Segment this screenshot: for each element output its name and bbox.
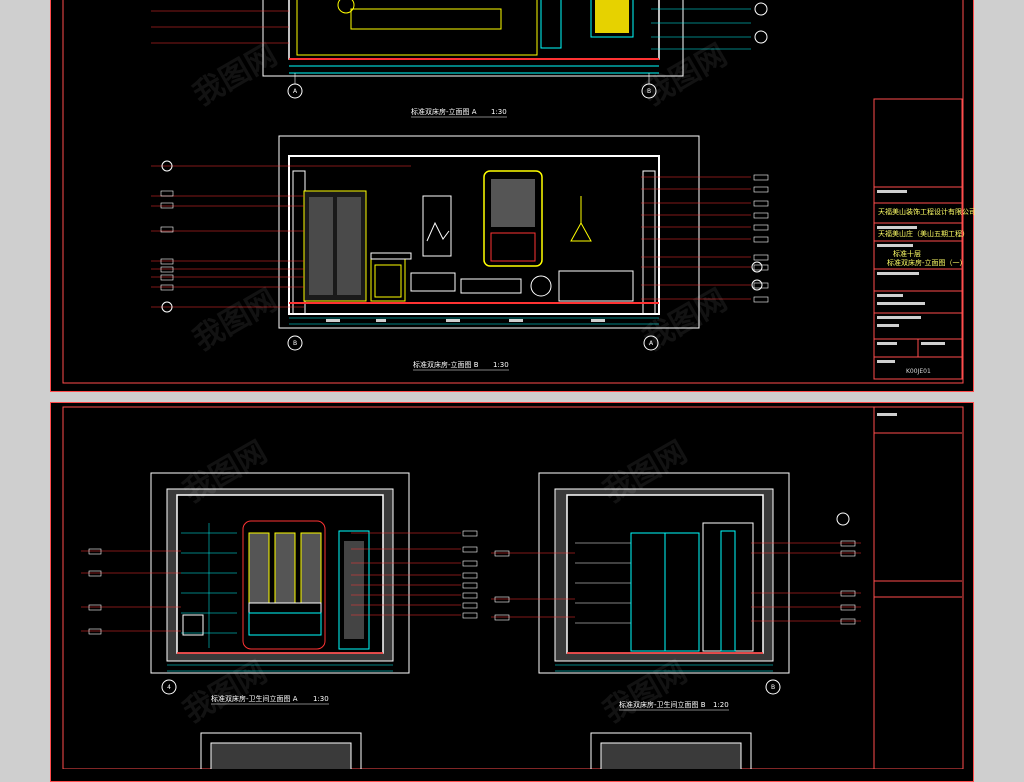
grid-marker-a2-label: A [649, 340, 654, 347]
title-drawing-b: 标准双床房-立面图（一） [887, 258, 967, 267]
partial-view-1 [200, 732, 362, 769]
bathroom-elevation-a: 4 [81, 472, 478, 695]
caption-elevation-b-scale: 1:30 [493, 361, 509, 369]
watermark-7: 我图网 [178, 655, 273, 730]
partial-view-2 [590, 732, 752, 769]
drawing-sheet-2: 4 标准双床房-卫生间立面图 A 1:30 [50, 402, 974, 782]
watermark-1: 我图网 [188, 38, 283, 113]
grid-marker-4 [161, 679, 177, 695]
bathroom-elevation-b: B [491, 472, 861, 695]
elevation-a: A B [151, 0, 768, 99]
grid-marker-b2-label: B [293, 340, 297, 347]
title-project: 天福美山庄（美山五期工程） [878, 229, 969, 238]
elevation-drawing-1: 天福美山装饰工程设计有限公司 天福美山庄（美山五期工程） 标准十层 标准双床房-… [62, 0, 975, 384]
grid-marker-b3-label: B [771, 684, 775, 691]
caption-bathroom-a: 标准双床房-卫生间立面图 A [211, 694, 298, 703]
inner-frame-2 [62, 406, 964, 769]
grid-marker-4-label: 4 [167, 684, 171, 691]
sheet-number: K00JE01 [906, 368, 931, 375]
title-company: 天福美山装饰工程设计有限公司 [878, 207, 975, 216]
watermark-8: 我图网 [598, 655, 693, 730]
caption-elevation-b: 标准双床房-立面图 B [413, 360, 479, 369]
watermark-4: 我图网 [638, 283, 733, 358]
grid-marker-a2 [643, 335, 659, 351]
title-block-lines [877, 190, 945, 363]
grid-marker-b1-label: B [647, 88, 651, 95]
elevation-drawing-2: 4 标准双床房-卫生间立面图 A 1:30 [62, 406, 964, 769]
caption-elevation-a-scale: 1:30 [491, 108, 507, 116]
watermark-3: 我图网 [188, 283, 283, 358]
grid-marker-b2 [287, 335, 303, 351]
grid-marker-b3 [765, 679, 781, 695]
caption-elevation-a: 标准双床房-立面图 A [411, 107, 477, 116]
title-drawing-a: 标准十层 [893, 249, 921, 258]
title-block [873, 98, 963, 380]
drawing-sheet-1: 天福美山装饰工程设计有限公司 天福美山庄（美山五期工程） 标准十层 标准双床房-… [50, 0, 975, 392]
grid-marker-a1-label: A [293, 88, 298, 95]
elevation-b: B A [151, 135, 769, 351]
caption-bathroom-b: 标准双床房-卫生间立面图 B [619, 700, 706, 709]
caption-bathroom-a-scale: 1:30 [313, 695, 329, 703]
caption-bathroom-b-scale: 1:20 [713, 701, 729, 709]
